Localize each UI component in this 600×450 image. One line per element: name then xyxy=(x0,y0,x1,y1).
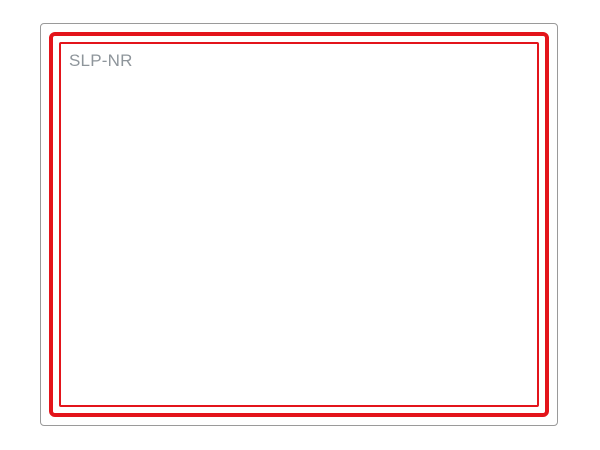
label-code: SLP-NR xyxy=(69,51,133,70)
outer-red-frame xyxy=(49,32,549,417)
inner-red-frame xyxy=(59,42,539,407)
label-card: SLP-NR xyxy=(40,23,558,426)
